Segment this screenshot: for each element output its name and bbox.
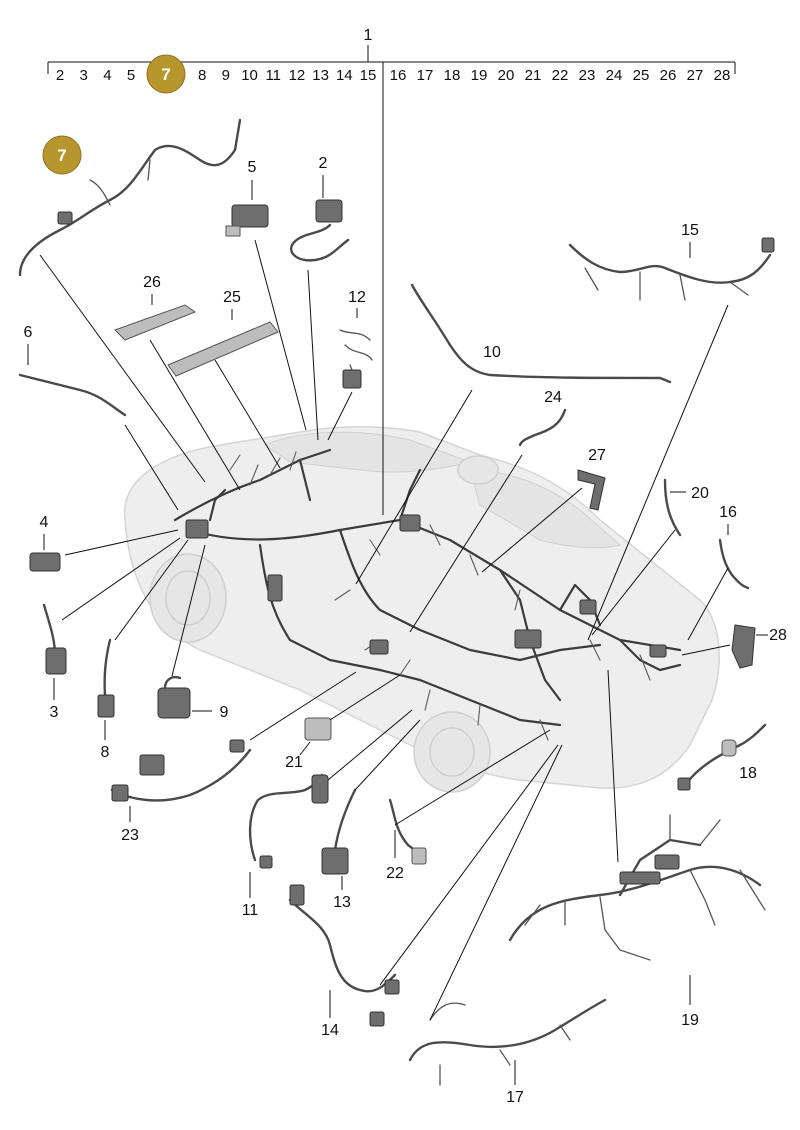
scale-number-13: 13 (312, 67, 329, 84)
callout-22[interactable]: 22 (386, 729, 551, 882)
callout-7-label: 7 (57, 146, 66, 165)
callout-2-label: 2 (319, 155, 328, 172)
scale-number-19: 19 (471, 67, 488, 84)
callout-22-label: 22 (386, 865, 404, 882)
callout-9-label: 9 (220, 704, 229, 721)
callout-16[interactable]: 16 (687, 504, 750, 641)
callout-18[interactable]: 18 (677, 723, 767, 791)
callout-12[interactable]: 12 (327, 289, 373, 441)
callout-7[interactable]: 7 (18, 118, 242, 483)
scale-number-18: 18 (444, 67, 461, 84)
main-wiring-harness[interactable] (173, 448, 682, 741)
scale-number-24: 24 (606, 67, 623, 84)
callout-17-label: 17 (506, 1089, 524, 1106)
scale-number-10: 10 (241, 67, 258, 84)
callout-19[interactable]: 19 (508, 669, 766, 1029)
scale-number-20: 20 (498, 67, 515, 84)
callout-26[interactable]: 26 (114, 274, 241, 491)
callout-25[interactable]: 25 (167, 289, 281, 469)
scale-number-15: 15 (360, 67, 377, 84)
scale-number-16: 16 (390, 67, 407, 84)
scale-number-22: 22 (552, 67, 569, 84)
car-silhouette (123, 426, 720, 793)
scale-number-8: 8 (198, 67, 206, 84)
callout-21-label: 21 (285, 754, 303, 771)
scale-bar-title: 1 (364, 27, 373, 44)
callout-26-label: 26 (143, 274, 161, 291)
callout-20[interactable]: 20 (591, 478, 709, 636)
callout-12-label: 12 (348, 289, 366, 306)
callout-20-label: 20 (691, 485, 709, 502)
callout-14-label: 14 (321, 1022, 339, 1039)
callout-24[interactable]: 24 (409, 389, 567, 633)
callout-15-label: 15 (681, 222, 699, 239)
scale-number-3: 3 (80, 67, 88, 84)
callout-4-label: 4 (40, 514, 49, 531)
scale-number-27: 27 (687, 67, 704, 84)
callout-8[interactable]: 8 (97, 539, 189, 761)
callout-16-label: 16 (719, 504, 737, 521)
scale-number-11: 11 (265, 67, 281, 84)
callout-15[interactable]: 15 (568, 222, 775, 641)
callout-23[interactable]: 23 (110, 671, 357, 844)
scale-bar-numbers: 2345678910111213141516171819202122232425… (56, 67, 731, 84)
scale-number-2: 2 (56, 67, 64, 84)
callout-6[interactable]: 6 (18, 324, 179, 511)
callout-14[interactable]: 14 (288, 744, 559, 1039)
callout-5-label: 5 (248, 159, 257, 176)
scale-number-4: 4 (103, 67, 111, 84)
callout-11[interactable]: 11 (242, 709, 413, 919)
callout-18-label: 18 (739, 765, 757, 782)
callout-19-label: 19 (681, 1012, 699, 1029)
callout-8-label: 8 (101, 744, 110, 761)
scale-number-5: 5 (127, 67, 135, 84)
scale-number-25: 25 (633, 67, 650, 84)
callout-24-label: 24 (544, 389, 562, 406)
callout-4[interactable]: 4 (29, 514, 179, 572)
scale-number-23: 23 (579, 67, 596, 84)
callout-6-label: 6 (24, 324, 33, 341)
callout-9[interactable]: 9 (157, 544, 229, 721)
callout-28[interactable]: 28 (681, 624, 787, 669)
callout-13[interactable]: 13 (321, 719, 421, 911)
scale-number-12: 12 (289, 67, 306, 84)
scale-number-9: 9 (222, 67, 230, 84)
callout-11-label: 11 (242, 902, 259, 919)
callout-10[interactable]: 10 (355, 283, 672, 585)
part-scale-bar: 1 23456789101112131415161718192021222324… (47, 27, 736, 84)
scale-number-14: 14 (336, 67, 353, 84)
callout-25-label: 25 (223, 289, 241, 306)
scale-number-26: 26 (660, 67, 677, 84)
highlight-badge-scale-label: 7 (161, 65, 170, 84)
callout-17[interactable]: 17 (408, 744, 607, 1106)
scale-number-17: 17 (417, 67, 434, 84)
callout-28-label: 28 (769, 627, 787, 644)
callout-10-label: 10 (483, 344, 501, 361)
callout-2[interactable]: 2 (290, 155, 350, 441)
callout-5[interactable]: 5 (225, 159, 307, 431)
callout-13-label: 13 (333, 894, 351, 911)
callout-27[interactable]: 27 (481, 447, 606, 573)
highlight-badge-scale[interactable]: 7 (146, 54, 186, 94)
callout-23-label: 23 (121, 827, 139, 844)
scale-number-21: 21 (525, 67, 542, 84)
callout-3[interactable]: 3 (42, 537, 181, 721)
callout-3-label: 3 (50, 704, 59, 721)
callout-27-label: 27 (588, 447, 606, 464)
callout-21[interactable]: 21 (285, 674, 401, 771)
scale-number-28: 28 (714, 67, 731, 84)
